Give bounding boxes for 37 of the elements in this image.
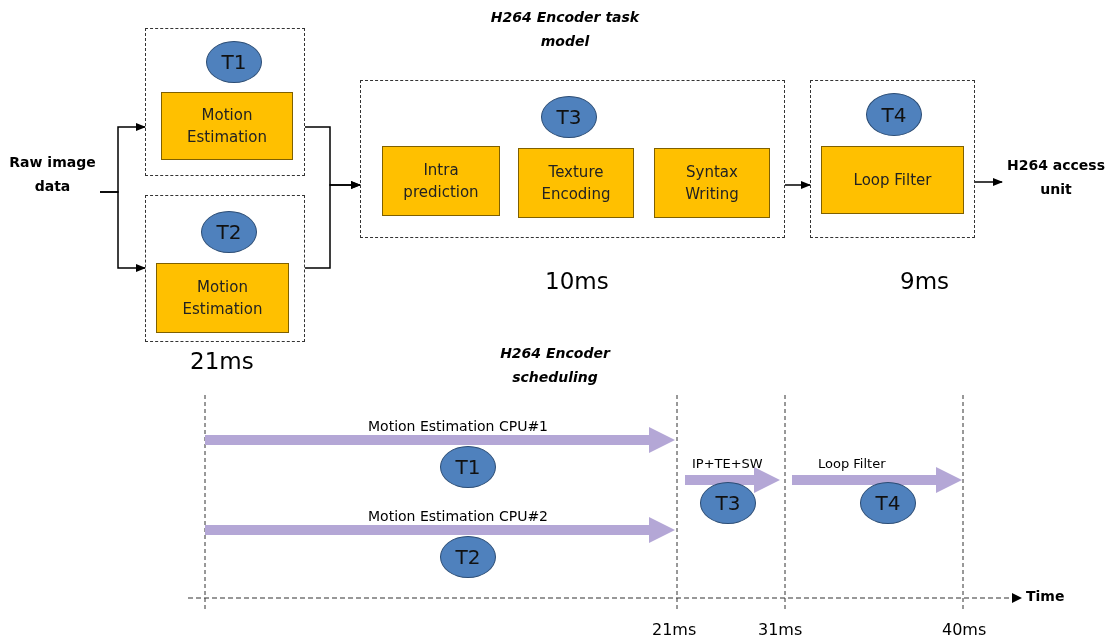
input-text: Raw image data <box>5 150 100 200</box>
process-box: Intra prediction <box>382 146 500 216</box>
duration-label: 21ms <box>190 348 254 374</box>
tick-label: 31ms <box>758 620 803 639</box>
bar-label: Loop Filter <box>818 456 886 471</box>
task-group-box <box>810 80 975 238</box>
task-group-box <box>360 80 785 238</box>
bar-label: Motion Estimation CPU#1 <box>368 418 549 434</box>
axis-label: Time <box>1026 588 1065 604</box>
arrow <box>304 181 361 269</box>
arrow <box>974 178 1003 186</box>
task-ellipse: T3 <box>541 96 597 138</box>
bar-label: IP+TE+SW <box>692 456 763 471</box>
task-ellipse: T3 <box>700 482 756 524</box>
tick-label: 21ms <box>652 620 697 639</box>
process-box: Texture Encoding <box>518 148 634 218</box>
task-ellipse: T2 <box>440 536 496 578</box>
arrow <box>99 191 146 272</box>
task-ellipse: T4 <box>860 482 916 524</box>
task-ellipse: T1 <box>206 41 262 83</box>
task-ellipse: T2 <box>201 211 257 253</box>
output-text: H264 access unit <box>1002 152 1110 204</box>
bar-label: Motion Estimation CPU#2 <box>368 508 549 524</box>
process-box: Loop Filter <box>821 146 964 214</box>
task-group-box <box>145 195 305 342</box>
task-ellipse: T4 <box>866 93 922 136</box>
arrow <box>784 181 811 189</box>
process-box: Syntax Writing <box>654 148 770 218</box>
task-ellipse: T1 <box>440 446 496 488</box>
task-group-box <box>145 28 305 176</box>
process-box: Motion Estimation <box>156 263 289 333</box>
process-box: Motion Estimation <box>161 92 293 160</box>
section-title: H264 Encoder scheduling <box>499 344 612 387</box>
tick-label: 40ms <box>942 620 987 639</box>
diagram-title: H264 Encoder task model <box>489 8 641 51</box>
duration-label: 9ms <box>900 268 950 294</box>
duration-label: 10ms <box>545 268 609 294</box>
